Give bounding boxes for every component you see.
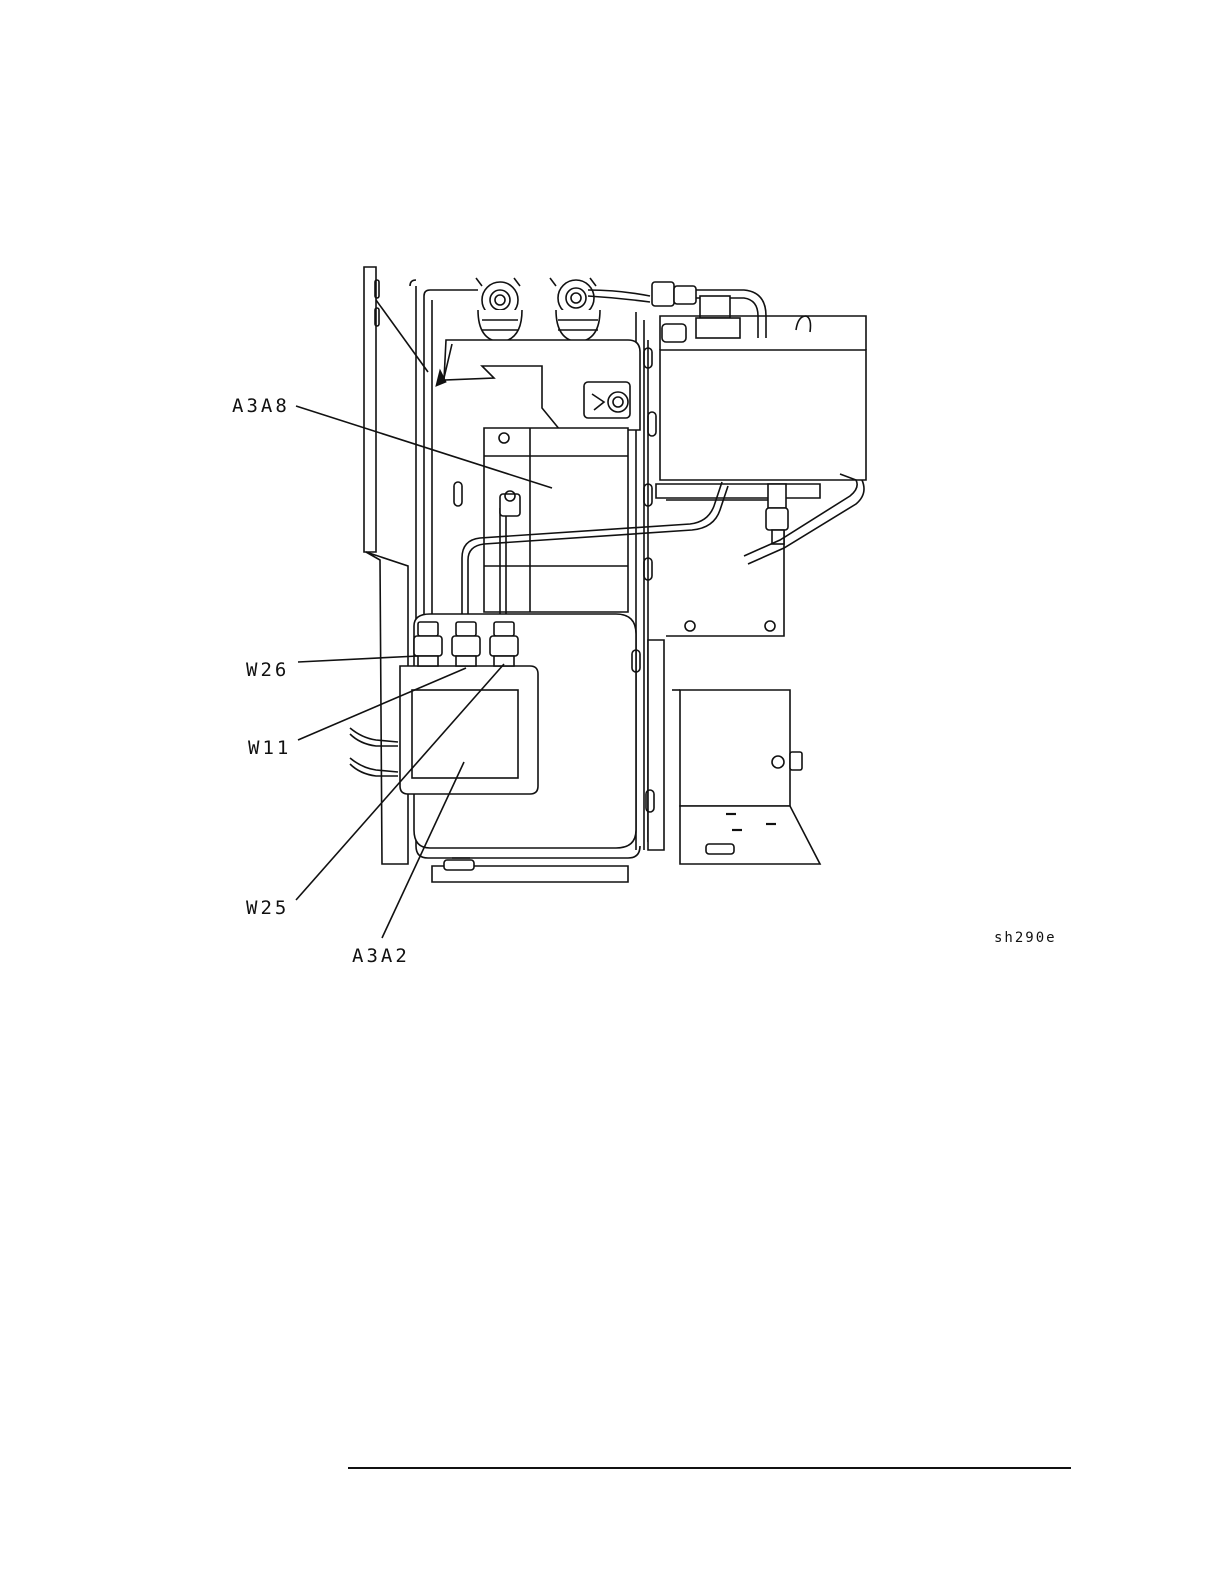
right-lower-box (632, 640, 820, 864)
callout-w26: W26 (246, 659, 289, 681)
w11-connector (452, 622, 480, 666)
figure-id: sh290e (994, 930, 1057, 946)
right-housing (656, 316, 866, 636)
w25-connector (490, 622, 518, 666)
top-connector-left (476, 278, 522, 342)
w26-connector (414, 622, 442, 666)
callout-w25: W25 (246, 897, 289, 919)
callout-a3a8: A3A8 (232, 395, 290, 417)
upper-gusset (436, 340, 640, 430)
footer-rule (348, 1467, 1071, 1469)
top-connector-right (550, 278, 600, 342)
callout-w11: W11 (248, 737, 291, 759)
callout-a3a2: A3A2 (352, 945, 410, 967)
top-semirigid-cable (588, 282, 766, 342)
